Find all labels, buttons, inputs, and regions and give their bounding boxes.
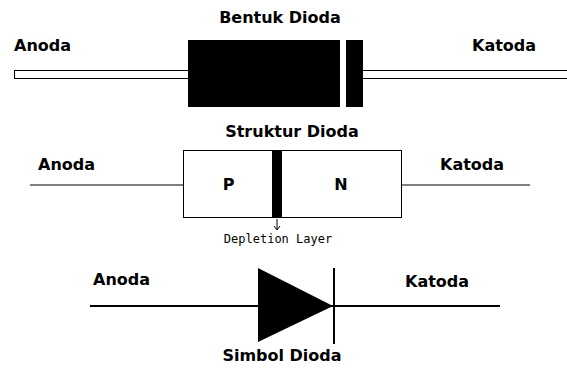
terminal-name: Anoda bbox=[14, 36, 71, 55]
terminal-name: Katoda bbox=[405, 272, 469, 291]
cathode-wire bbox=[402, 185, 530, 186]
section-title: Struktur Dioda bbox=[225, 122, 359, 141]
terminal-name: Katoda bbox=[472, 36, 536, 55]
section-title: Simbol Dioda bbox=[222, 346, 341, 365]
depletion-arrowhead bbox=[274, 226, 280, 230]
diode-triangle bbox=[258, 268, 333, 342]
diode-body bbox=[188, 40, 363, 107]
cathode-lead bbox=[361, 71, 567, 79]
terminal-name: Anoda bbox=[38, 155, 95, 174]
anode-wire bbox=[30, 185, 183, 186]
diode-bar bbox=[333, 268, 335, 344]
region-label: N bbox=[334, 175, 347, 194]
semiconductor-region: N bbox=[280, 150, 402, 218]
section-title: Bentuk Dioda bbox=[219, 8, 341, 27]
region-label: P bbox=[223, 175, 235, 194]
cathode-band bbox=[340, 40, 346, 107]
semiconductor-region: P bbox=[183, 150, 274, 218]
layer-label: Depletion Layer bbox=[224, 232, 332, 246]
terminal-name: Anoda bbox=[93, 270, 150, 289]
terminal-name: Katoda bbox=[440, 155, 504, 174]
depletion-arrow bbox=[277, 219, 278, 229]
anode-lead bbox=[15, 71, 191, 79]
depletion-layer-band bbox=[272, 150, 282, 218]
